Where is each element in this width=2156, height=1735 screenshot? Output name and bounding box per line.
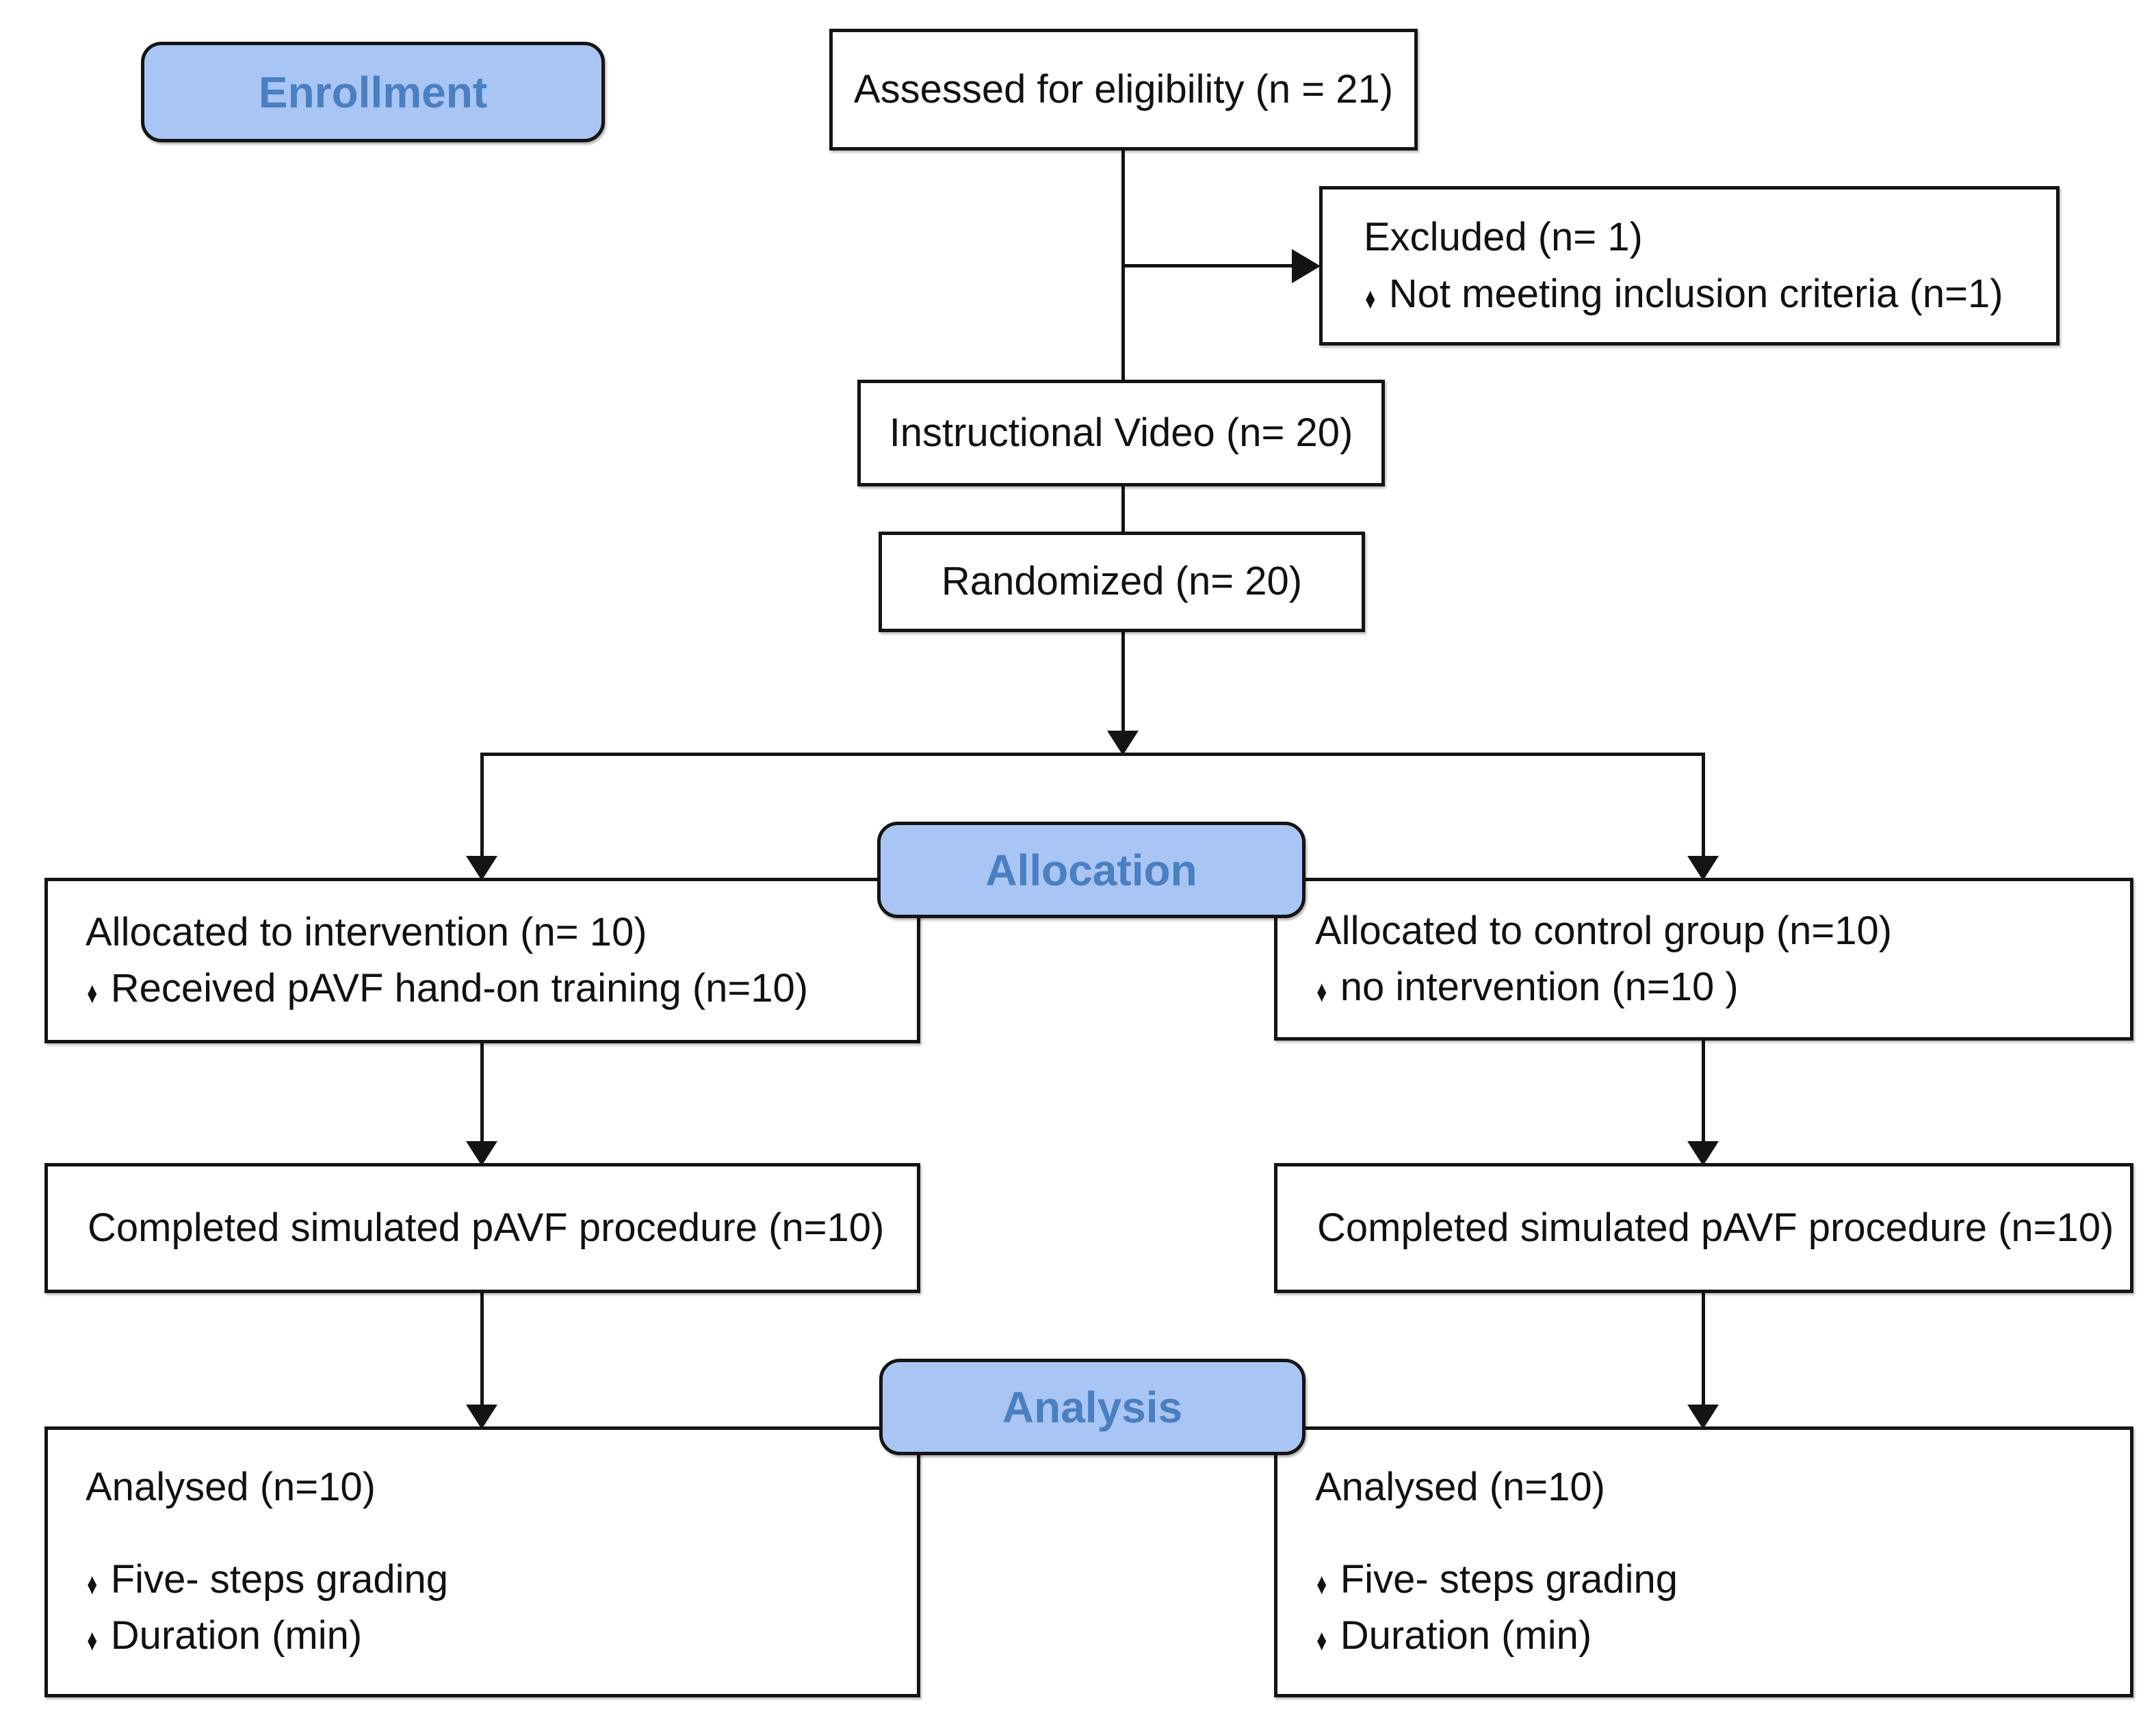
completed-right-text: Completed simulated pAVF procedure (n=10… — [1317, 1205, 2114, 1250]
box-excluded: Excluded (n= 1) ♦ Not meeting inclusion c… — [1319, 186, 2060, 345]
excluded-bullet-text: Not meeting inclusion criteria (n=1) — [1388, 271, 2003, 316]
connector-split-to-alloc-left — [480, 753, 484, 857]
box-analysed-left: Analysed (n=10) ♦ Five- steps grading ♦ Du… — [44, 1426, 920, 1697]
analysed-right-bullet-1: ♦ Five- steps grading — [1315, 1552, 1678, 1608]
connector-branch-to-excluded — [1121, 264, 1294, 268]
box-randomized: Randomized (n= 20) — [879, 532, 1365, 632]
allocated-control-bullet-text: no intervention (n=10 ) — [1340, 965, 1739, 1009]
bullet-diamond-icon: ♦ — [87, 976, 98, 1010]
excluded-text: Excluded (n= 1) — [1364, 215, 1643, 260]
instructional-video-text: Instructional Video (n= 20) — [889, 410, 1353, 455]
box-instructional-video: Instructional Video (n= 20) — [857, 380, 1385, 486]
bullet-diamond-icon: ♦ — [1316, 974, 1327, 1009]
connector-split-horizontal — [481, 753, 1704, 756]
arrowhead-completed-right — [1687, 1141, 1719, 1166]
box-assessed: Assessed for eligibility (n = 21) — [829, 29, 1418, 151]
connector-alloc-to-completed-left — [480, 1040, 484, 1141]
arrowhead-split — [1107, 731, 1139, 755]
bullet-diamond-icon: ♦ — [87, 1567, 98, 1601]
box-allocated-control: Allocated to control group (n=10) ♦ no in… — [1274, 878, 2133, 1041]
arrowhead-alloc-right — [1687, 856, 1719, 880]
allocated-control-text: Allocated to control group (n=10) — [1315, 908, 1893, 953]
bullet-diamond-icon: ♦ — [1316, 1567, 1327, 1601]
analysed-right-bullet-2: ♦ Duration (min) — [1315, 1608, 1592, 1664]
randomized-text: Randomized (n= 20) — [941, 559, 1303, 604]
assessed-text: Assessed for eligibility (n = 21) — [853, 66, 1394, 112]
connector-completed-to-analysed-left — [480, 1290, 484, 1405]
box-completed-right: Completed simulated pAVF procedure (n=10… — [1274, 1163, 2133, 1293]
connector-video-to-randomized — [1121, 483, 1125, 536]
analysed-left-bullet-2-text: Duration (min) — [110, 1613, 363, 1658]
connector-randomized-to-split — [1121, 629, 1125, 733]
stage-tab-analysis-label: Analysis — [1002, 1382, 1183, 1432]
analysed-left-bullet-1: ♦ Five- steps grading — [86, 1552, 448, 1608]
analysed-left-bullet-1-text: Five- steps grading — [110, 1556, 448, 1602]
bullet-diamond-icon: ♦ — [1365, 281, 1376, 315]
box-allocated-intervention: Allocated to intervention (n= 10) ♦ Recei… — [44, 878, 920, 1043]
analysed-right-text: Analysed (n=10) — [1315, 1465, 1605, 1510]
arrowhead-completed-left — [466, 1141, 497, 1166]
allocated-intervention-text: Allocated to intervention (n= 10) — [86, 909, 647, 954]
allocated-intervention-bullet: ♦ Received pAVF hand-on training (n=10) — [86, 961, 808, 1017]
arrowhead-excluded — [1292, 249, 1321, 283]
allocated-intervention-bullet-text: Received pAVF hand-on training (n=10) — [110, 966, 809, 1010]
excluded-bullet: ♦ Not meeting inclusion criteria (n=1) — [1364, 266, 2003, 322]
box-completed-left: Completed simulated pAVF procedure (n=10… — [44, 1163, 920, 1293]
analysed-left-text: Analysed (n=10) — [86, 1465, 376, 1510]
analysed-right-bullet-1-text: Five- steps grading — [1340, 1556, 1678, 1602]
stage-tab-allocation: Allocation — [877, 822, 1306, 918]
bullet-diamond-icon: ♦ — [87, 1623, 98, 1658]
connector-alloc-to-completed-right — [1702, 1039, 1705, 1141]
stage-tab-enrollment: Enrollment — [141, 42, 605, 142]
completed-left-text: Completed simulated pAVF procedure (n=10… — [88, 1205, 885, 1250]
arrowhead-analysed-left — [466, 1405, 497, 1429]
analysed-right-bullet-2-text: Duration (min) — [1340, 1613, 1592, 1658]
stage-tab-analysis: Analysis — [879, 1359, 1306, 1455]
stage-tab-enrollment-label: Enrollment — [258, 67, 488, 117]
allocated-control-bullet: ♦ no intervention (n=10 ) — [1315, 959, 1739, 1015]
arrowhead-alloc-left — [466, 856, 497, 880]
connector-split-to-alloc-right — [1702, 753, 1705, 857]
bullet-diamond-icon: ♦ — [1316, 1623, 1327, 1658]
arrowhead-analysed-right — [1687, 1405, 1719, 1429]
stage-tab-allocation-label: Allocation — [985, 845, 1197, 895]
analysed-left-bullet-2: ♦ Duration (min) — [86, 1608, 362, 1664]
connector-completed-to-analysed-right — [1702, 1290, 1705, 1405]
box-analysed-right: Analysed (n=10) ♦ Five- steps grading ♦ Du… — [1274, 1426, 2133, 1697]
